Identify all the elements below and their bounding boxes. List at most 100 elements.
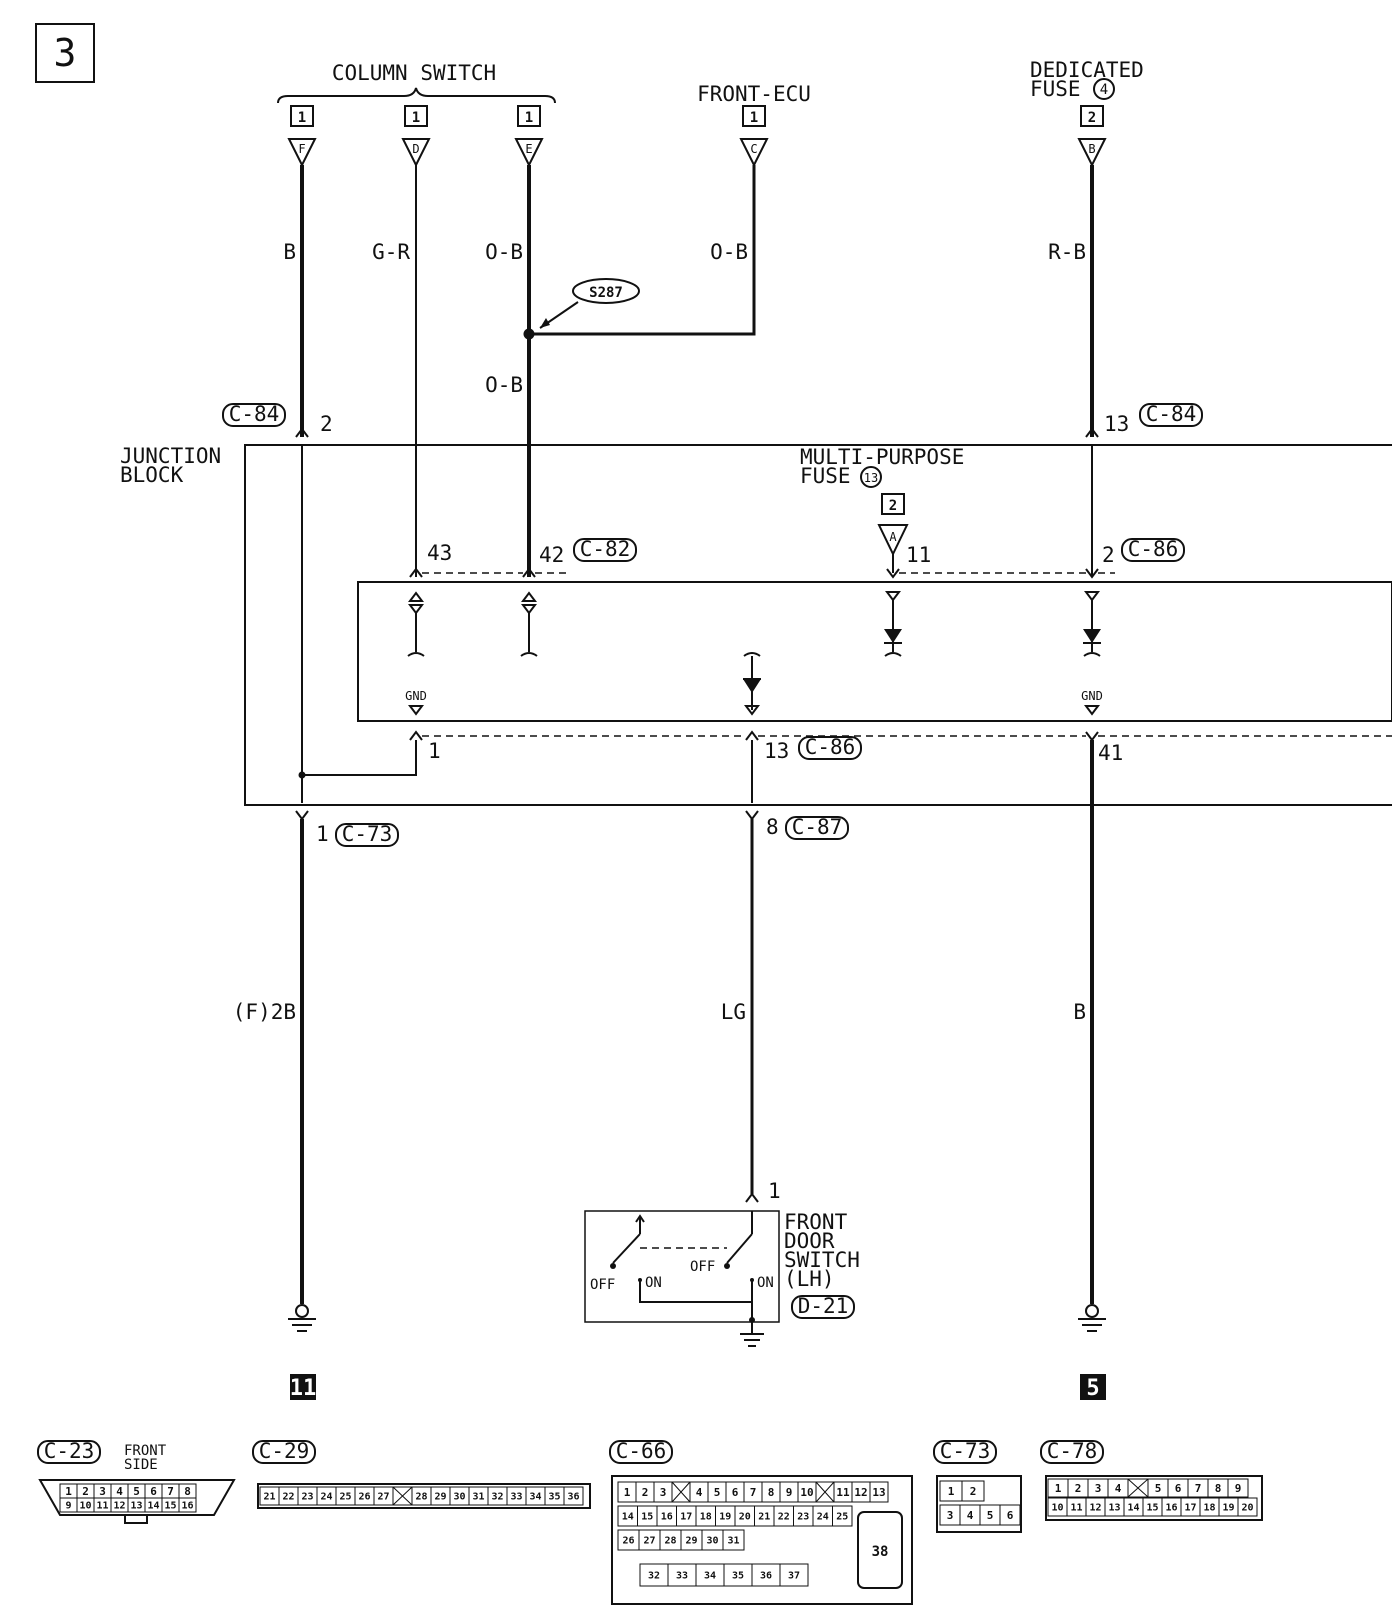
connector-pin-label: 34: [529, 1492, 541, 1503]
connector-pin-label: 34: [704, 1571, 716, 1582]
inner-terminals: [407, 591, 1101, 716]
switch-label-3: SWITCH: [784, 1248, 860, 1272]
switch-off-left: OFF: [590, 1277, 615, 1293]
multi-fuse-label-1: MULTI-PURPOSE: [800, 445, 964, 469]
terminal-col-f: 1 F: [287, 105, 317, 168]
junction-inner-module: [357, 581, 1392, 722]
connector-pin-label: 26: [358, 1492, 370, 1503]
pin-8: 8: [766, 815, 779, 839]
connector-pin-label: 10: [800, 1486, 813, 1499]
connector-pin-label: 12: [854, 1486, 867, 1499]
connector-pin-label: 25: [339, 1492, 351, 1503]
connector-pin-label: 13: [1108, 1503, 1120, 1514]
gnd-label-left: GND: [405, 689, 427, 703]
connector-pin-label: 20: [1241, 1503, 1253, 1514]
dedicated-fuse-label-2: FUSE: [1030, 77, 1081, 101]
page-number-box: 3: [35, 23, 95, 83]
terminal-col-e: 1 E: [514, 105, 544, 168]
pin-11: 11: [906, 543, 931, 567]
connector-d21: D-21: [791, 1294, 855, 1319]
connector-c84-right: C-84: [1139, 402, 1203, 427]
connector-pin-label: 1: [1055, 1482, 1062, 1495]
connector-pin-label: 16: [661, 1512, 673, 1523]
svg-text:C-66: C-66: [616, 1439, 667, 1463]
connector-pin-label: 8: [1215, 1482, 1222, 1495]
wire-o-b-ecu: [529, 165, 756, 336]
connector-pin-label: 30: [453, 1492, 465, 1503]
svg-text:C-87: C-87: [792, 815, 843, 839]
connector-pin-label: 4: [696, 1486, 703, 1499]
svg-text:C-86: C-86: [805, 735, 856, 759]
connector-pin-label: 2: [642, 1486, 649, 1499]
blank-cell-cross: [815, 1481, 835, 1503]
connector-pin-label: 11: [96, 1501, 108, 1512]
svg-text:C-84: C-84: [1146, 402, 1197, 426]
gnd-label-right: GND: [1081, 689, 1103, 703]
connector-pin-label: 15: [641, 1512, 653, 1523]
connector-pin-label: 10: [1051, 1503, 1063, 1514]
connector-pin-label: 25: [836, 1512, 848, 1523]
svg-text:A: A: [889, 530, 897, 544]
dedicated-fuse-number: 4: [1100, 82, 1108, 98]
connector-pin-label: 27: [377, 1492, 389, 1503]
connector-pin-label: 29: [685, 1536, 697, 1547]
connector-pin-label: 16: [1165, 1503, 1177, 1514]
dedicated-fuse-label-1: DEDICATED: [1030, 58, 1144, 82]
blank-cell-cross: [1127, 1478, 1149, 1498]
connector-pin-label: 12: [1089, 1503, 1101, 1514]
switch-on-right: ON: [757, 1275, 774, 1291]
svg-text:C-78: C-78: [1047, 1439, 1098, 1463]
connector-c86-bottom: C-86: [798, 735, 862, 760]
connector-pin-label: 31: [727, 1536, 739, 1547]
connector-pin-label: 2: [970, 1485, 977, 1498]
column-switch-brace: [277, 87, 556, 104]
connector-pin-label: 12: [113, 1501, 125, 1512]
junction-block-outline: [244, 444, 1392, 806]
svg-text:C-73: C-73: [940, 1439, 991, 1463]
terminal-col-d: 1 D: [401, 105, 431, 168]
svg-text:B: B: [1088, 142, 1095, 156]
connector-cell: [869, 1481, 889, 1503]
connector-pin-label: 1: [624, 1486, 631, 1499]
connector-pin-label: 6: [732, 1486, 739, 1499]
connector-pin-label: 24: [817, 1512, 829, 1523]
connector-pin-label: 31: [472, 1492, 484, 1503]
connector-pin-label: 5: [1155, 1482, 1162, 1495]
splice-badge: [572, 278, 640, 304]
svg-text:F: F: [298, 142, 305, 156]
svg-text:C-29: C-29: [259, 1439, 310, 1463]
svg-text:2: 2: [1088, 110, 1096, 126]
svg-text:38: 38: [872, 1544, 889, 1560]
svg-text:1: 1: [298, 110, 306, 126]
svg-text:1: 1: [412, 110, 420, 126]
svg-text:D-21: D-21: [798, 1294, 849, 1318]
connector-cell: [832, 1505, 853, 1527]
pin-1-c73: 1: [316, 822, 329, 846]
junction-block-label-2: BLOCK: [120, 463, 184, 487]
dedicated-fuse-circle: [1093, 78, 1115, 100]
connector-pin-label: 17: [680, 1512, 692, 1523]
connector-pin-label: 18: [700, 1512, 712, 1523]
connector-pin-label: 32: [648, 1571, 660, 1582]
connector-pin-label: 29: [434, 1492, 446, 1503]
svg-text:11: 11: [290, 1376, 317, 1401]
svg-text:5: 5: [1086, 1376, 1099, 1401]
connector-pin-label: 1: [948, 1485, 955, 1498]
connector-cell: [999, 1504, 1021, 1526]
wire-label-f2b: (F)2B: [233, 1000, 296, 1024]
svg-text:SIDE: SIDE: [124, 1457, 158, 1473]
wire-label-b: B: [283, 240, 296, 264]
svg-text:2: 2: [889, 498, 897, 514]
connector-pin-label: 5: [133, 1485, 140, 1498]
connector-pin-label: 26: [622, 1536, 634, 1547]
connector-pin-label: 21: [758, 1512, 770, 1523]
jb-gnd-link: [302, 740, 417, 776]
connector-pin-label: 4: [1115, 1482, 1122, 1495]
svg-text:C-86: C-86: [1128, 537, 1179, 561]
svg-text:1: 1: [750, 110, 758, 126]
svg-text:1: 1: [525, 110, 533, 126]
connector-pin-label: 14: [622, 1512, 634, 1523]
connector-pin-label: 22: [282, 1492, 294, 1503]
connector-cell: [779, 1563, 809, 1587]
pin-43: 43: [427, 541, 452, 565]
